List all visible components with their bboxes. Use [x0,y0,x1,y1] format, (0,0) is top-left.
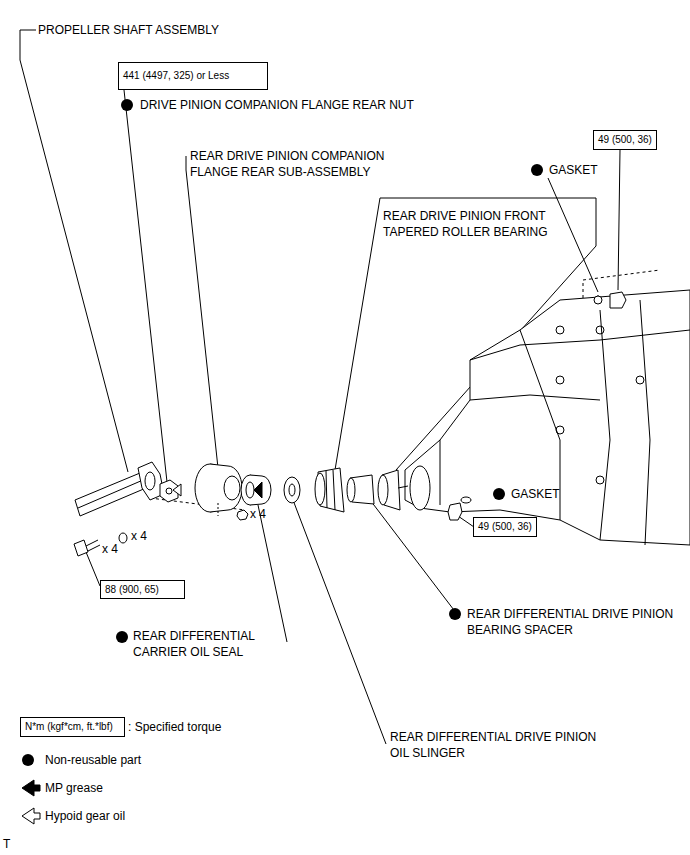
part-label: GASKET [549,162,598,178]
part-label: GASKET [511,486,560,502]
torque-value: 441 (4497, 325) or Less [123,69,229,83]
torque-value: 49 (500, 36) [598,133,652,147]
part-label: REAR DRIVE PINION COMPANION FLANGE REAR … [190,148,422,180]
torque-box: N*m (kgf*cm, ft.*lbf) [20,717,125,737]
torque-value: 49 (500, 36) [478,520,532,534]
quantity-label: T [3,836,10,852]
part-label: DRIVE PINION COMPANION FLANGE REAR NUT [140,97,414,113]
part-label: REAR DRIVE PINION FRONT TAPERED ROLLER B… [383,208,588,240]
part-label: REAR DIFFERENTIAL CARRIER OIL SEAL [133,628,285,660]
torque-box: 49 (500, 36) [473,517,537,537]
part-label: REAR DIFFERENTIAL DRIVE PINION BEARING S… [467,606,685,638]
torque-box: 49 (500, 36) [593,130,657,150]
torque-value: N*m (kgf*cm, ft.*lbf) [25,720,113,734]
part-label: REAR DIFFERENTIAL DRIVE PINION OIL SLING… [390,729,600,761]
legend-text: Non-reusable part [45,752,141,768]
quantity-label: x 4 [250,506,266,522]
legend-text: Hypoid gear oil [45,808,125,824]
quantity-label: x 4 [102,541,118,557]
part-label: PROPELLER SHAFT ASSEMBLY [38,22,219,38]
legend-text: : Specified torque [128,719,221,735]
legend-text: MP grease [45,780,103,796]
torque-box: 441 (4497, 325) or Less [118,62,268,90]
torque-value: 88 (900, 65) [105,583,159,597]
torque-box: 88 (900, 65) [100,580,185,599]
quantity-label: x 4 [131,528,147,544]
